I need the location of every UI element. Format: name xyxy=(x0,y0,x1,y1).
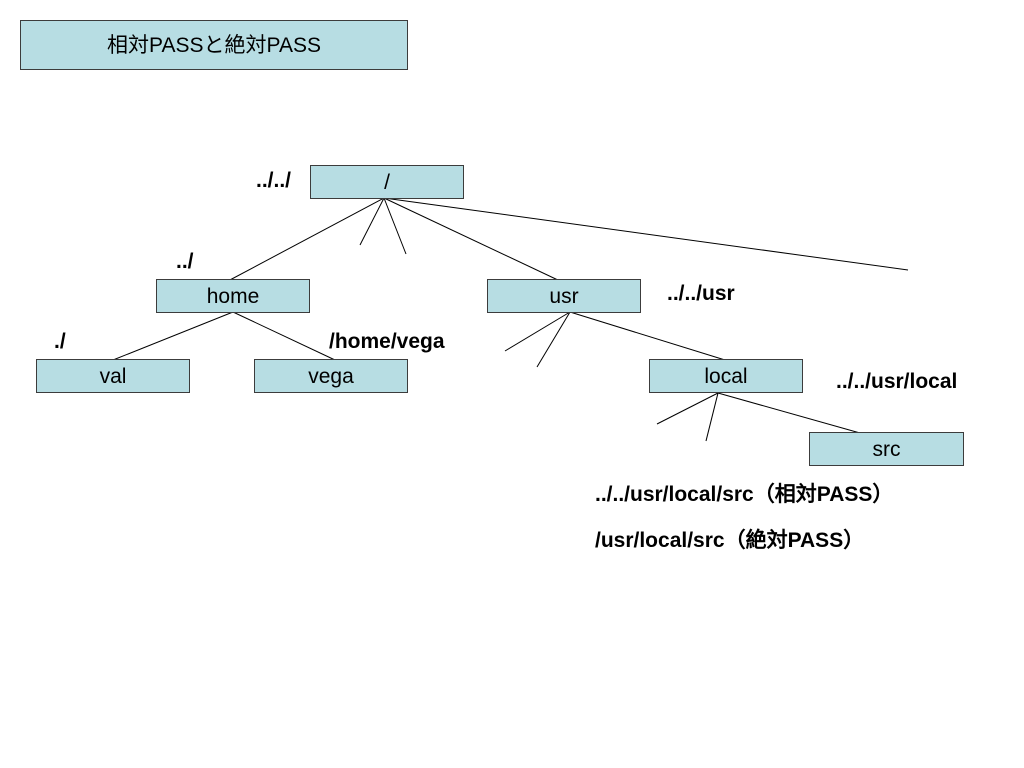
edge-local-stub-2 xyxy=(705,392,719,442)
label-local-relative: ../../usr/local xyxy=(836,370,958,393)
page-title: 相対PASSと絶対PASS xyxy=(20,20,408,70)
label-home-relative: ../ xyxy=(176,250,194,273)
node-val: val xyxy=(36,359,190,393)
label-val-relative: ./ xyxy=(54,330,66,353)
edge-root-usr xyxy=(383,197,561,282)
label-root-relative: ../../ xyxy=(256,169,292,192)
edge-root-stub-2 xyxy=(383,197,407,255)
node-local: local xyxy=(649,359,803,393)
edge-local-src xyxy=(717,392,861,434)
node-usr: usr xyxy=(487,279,641,313)
edge-root-stub-3 xyxy=(383,197,909,271)
edge-usr-stub-1 xyxy=(504,311,571,352)
node-root: / xyxy=(310,165,464,199)
node-home: home xyxy=(156,279,310,313)
label-src-absolute: /usr/local/src（絶対PASS） xyxy=(595,529,865,552)
edge-local-stub-1 xyxy=(656,392,719,425)
label-vega-absolute: /home/vega xyxy=(329,330,445,353)
edge-usr-stub-2 xyxy=(536,311,571,368)
label-usr-relative: ../../usr xyxy=(667,282,735,305)
edge-home-val xyxy=(112,311,234,361)
edge-root-stub-1 xyxy=(359,197,385,246)
label-src-relative: ../../usr/local/src（相対PASS） xyxy=(595,483,894,506)
node-src: src xyxy=(809,432,964,466)
edge-home-vega xyxy=(232,311,336,361)
edge-usr-local xyxy=(569,311,726,361)
edge-root-home xyxy=(227,197,385,282)
node-vega: vega xyxy=(254,359,408,393)
